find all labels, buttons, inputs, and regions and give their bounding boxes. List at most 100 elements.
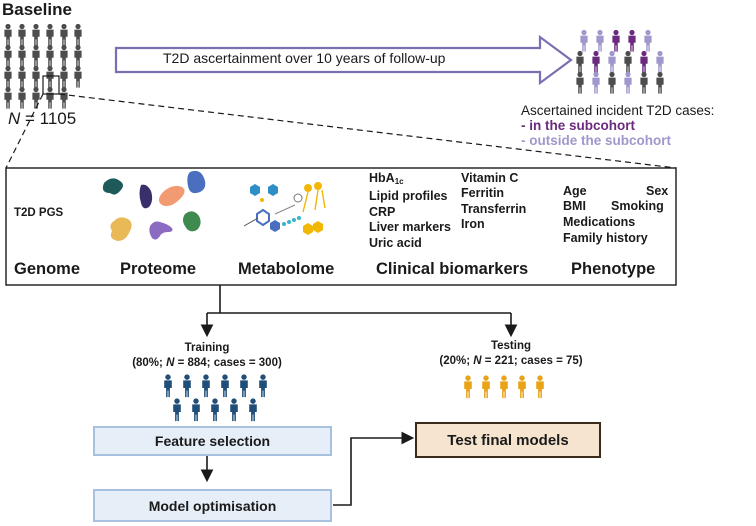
person-icon [230, 398, 238, 422]
biomarker-iron: Iron [461, 217, 485, 232]
person-icon [46, 65, 54, 88]
person-icon [240, 374, 248, 398]
zoom-dashed-line-left [5, 93, 44, 169]
genome-feature-t2d-pgs: T2D PGS [14, 207, 64, 219]
person-icon [464, 375, 472, 399]
person-icon [60, 23, 68, 46]
person-icon [612, 29, 620, 52]
person-icon [46, 86, 54, 109]
category-proteome: Proteome [120, 260, 197, 278]
person-icon [211, 398, 219, 422]
zoom-dashed-line-right [58, 93, 677, 169]
testing-label: Testing (20%; N = 221; cases = 75) [406, 339, 616, 369]
baseline-n: N = 1105 [8, 109, 77, 128]
person-icon [656, 71, 664, 94]
person-icon [482, 375, 490, 399]
biomarker-liver-markers: Liver markers [369, 220, 452, 235]
training-detail: (80%; N = 884; cases = 300) [132, 357, 282, 369]
person-icon [596, 29, 604, 52]
person-icon [183, 374, 191, 398]
person-icon [536, 375, 544, 399]
baseline-title: Baseline [2, 0, 72, 19]
person-icon [46, 23, 54, 46]
person-icon [640, 50, 648, 73]
biomarker-lipid-profiles: Lipid profiles [369, 189, 448, 204]
person-icon [4, 44, 12, 67]
testing-detail: (20%; N = 221; cases = 75) [439, 355, 583, 367]
biomarker-hba1c: HbA1c [369, 171, 404, 186]
person-icon [173, 398, 181, 422]
person-icon [192, 398, 200, 422]
biomarker-uric-acid: Uric acid [369, 235, 422, 250]
testing-population-icon [464, 375, 544, 399]
person-icon [259, 374, 267, 398]
person-icon [249, 398, 257, 422]
phenotype-smoking: Smoking [611, 199, 664, 213]
training-label: Training (80%; N = 884; cases = 300) [102, 341, 312, 371]
person-icon [32, 65, 40, 88]
person-icon [592, 50, 600, 73]
person-icon [644, 29, 652, 52]
person-icon [74, 44, 82, 67]
feature-selection-box: Feature selection [93, 426, 332, 456]
person-icon [32, 86, 40, 109]
test-final-models-box: Test final models [415, 422, 601, 458]
optimisation-to-test-arrow [333, 431, 415, 506]
person-icon [608, 71, 616, 94]
testing-title: Testing [490, 340, 532, 352]
category-phenotype: Phenotype [571, 260, 656, 278]
person-icon [576, 71, 584, 94]
person-icon [4, 86, 12, 109]
protein-structures-icon [102, 170, 206, 241]
person-icon [580, 29, 588, 52]
person-icon [74, 65, 82, 88]
person-icon [518, 375, 526, 399]
person-icon [18, 65, 26, 88]
person-icon [32, 23, 40, 46]
ascertained-population-icon [576, 29, 664, 94]
clinical-biomarkers-list-1: HbA1c Lipid profiles CRP Liver markers U… [369, 171, 451, 251]
training-title: Training [184, 342, 230, 354]
person-icon [46, 44, 54, 67]
person-icon [4, 23, 12, 46]
person-icon [221, 374, 229, 398]
person-icon [60, 86, 68, 109]
person-icon [628, 29, 636, 52]
phenotype-bmi: BMI [563, 199, 586, 213]
person-icon [640, 71, 648, 94]
person-icon [592, 71, 600, 94]
person-icon [624, 71, 632, 94]
person-icon [624, 50, 632, 73]
phenotype-sex: Sex [646, 184, 669, 198]
biomarker-crp: CRP [369, 204, 396, 219]
biomarker-vitamin-c: Vitamin C [461, 171, 519, 185]
person-icon [18, 44, 26, 67]
selection-square [42, 75, 60, 95]
person-icon [32, 44, 40, 67]
person-icon [608, 50, 616, 73]
person-icon [4, 65, 12, 88]
person-icon [74, 23, 82, 46]
person-icon [18, 23, 26, 46]
biomarker-ferritin: Ferritin [461, 186, 505, 201]
category-metabolome: Metabolome [238, 260, 335, 278]
person-icon [60, 44, 68, 67]
person-icon [500, 375, 508, 399]
person-icon [576, 50, 584, 73]
phenotype-family-history: Family history [563, 231, 648, 245]
person-icon [202, 374, 210, 398]
ascertained-title: Ascertained incident T2D cases: [521, 103, 715, 118]
legend-in-subcohort: - in the subcohort [521, 118, 635, 133]
phenotype-medications: Medications [563, 215, 636, 229]
phenotype-age: Age [563, 184, 587, 198]
category-genome: Genome [14, 260, 81, 278]
followup-arrow [114, 34, 573, 86]
biomarker-transferrin: Transferrin [461, 201, 527, 216]
model-optimisation-box: Model optimisation [93, 489, 332, 522]
followup-label: T2D ascertainment over 10 years of follo… [163, 50, 446, 66]
training-population-icon [164, 374, 267, 422]
clinical-biomarkers-list-2: Vitamin C Ferritin Transferrin Iron [461, 171, 526, 233]
metabolite-structures-icon [243, 182, 326, 235]
person-icon [60, 65, 68, 88]
